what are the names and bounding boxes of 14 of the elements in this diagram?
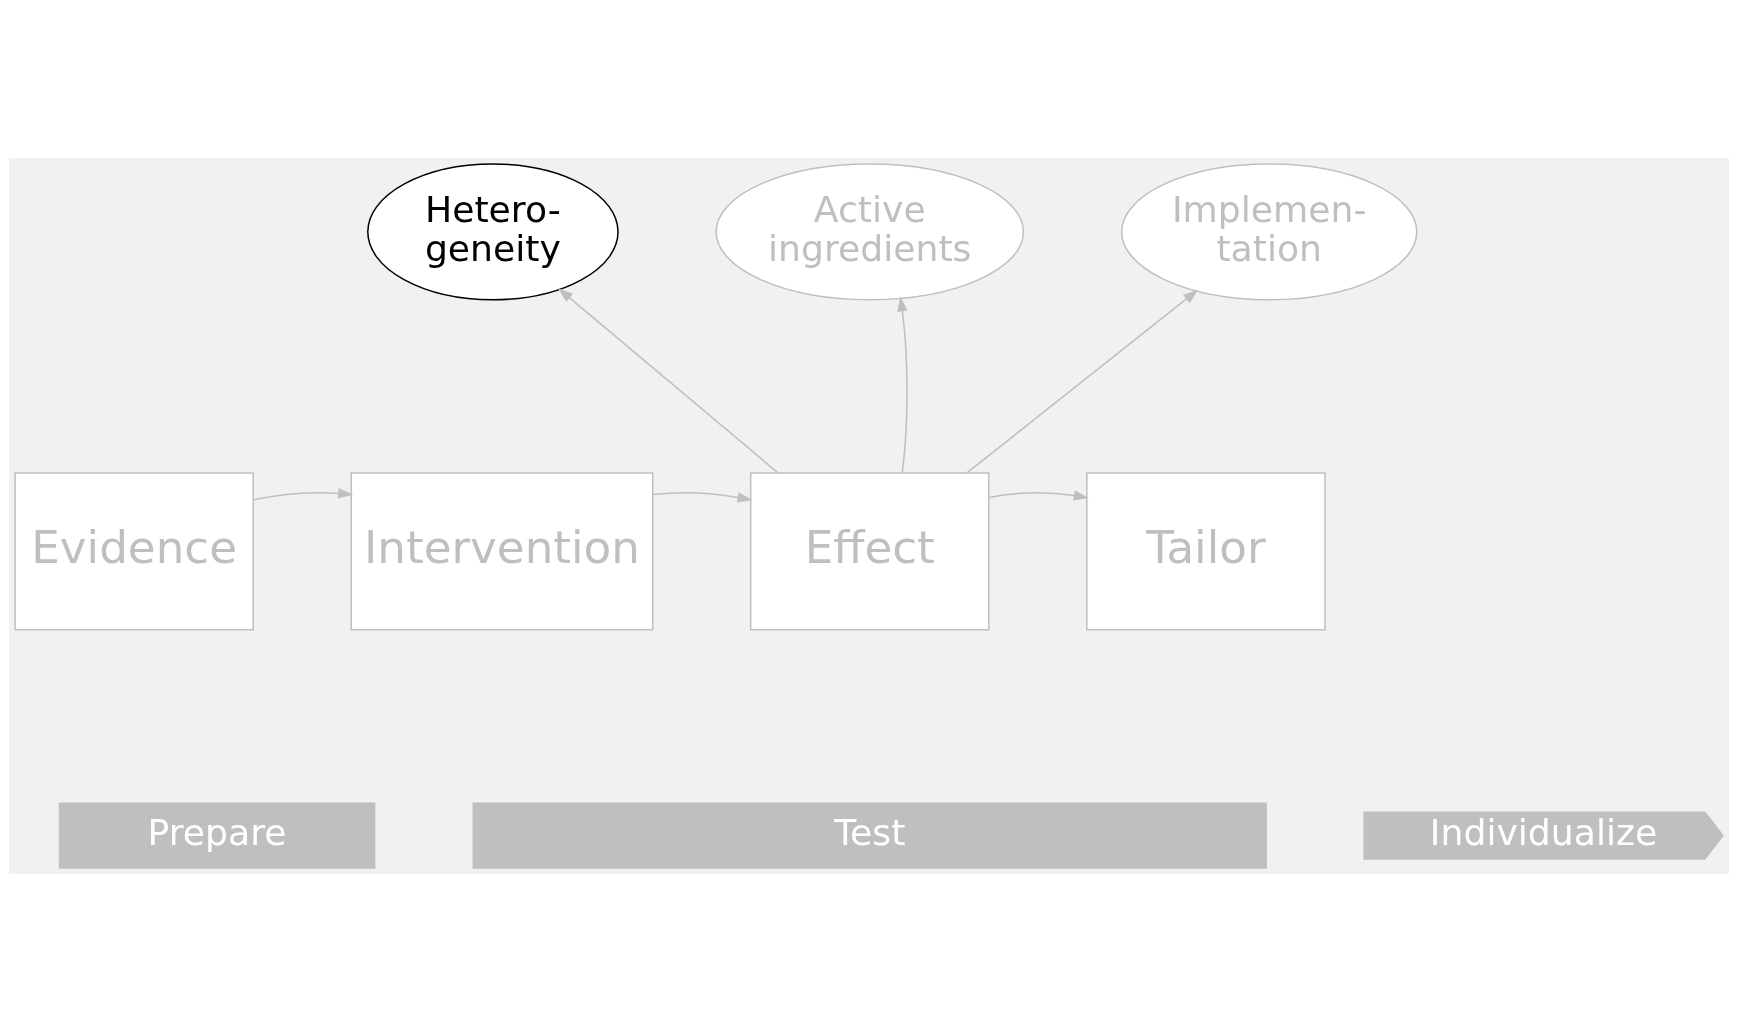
node-box: Prepare	[58, 801, 376, 869]
node-box: Evidence	[14, 471, 254, 631]
node-box: Effect	[749, 471, 990, 631]
node-box: Intervention	[350, 471, 654, 631]
arrow	[652, 491, 753, 502]
arrow	[966, 289, 1199, 474]
node-box: Tailor	[1086, 471, 1326, 631]
node-box: Test	[472, 801, 1267, 869]
arrow	[897, 295, 908, 473]
node-ellipse: Implemen- tation	[1120, 162, 1418, 300]
arrow	[252, 487, 354, 501]
arrow	[988, 489, 1089, 501]
arrow	[558, 287, 779, 474]
node-ellipse: Active ingredients	[715, 162, 1025, 300]
